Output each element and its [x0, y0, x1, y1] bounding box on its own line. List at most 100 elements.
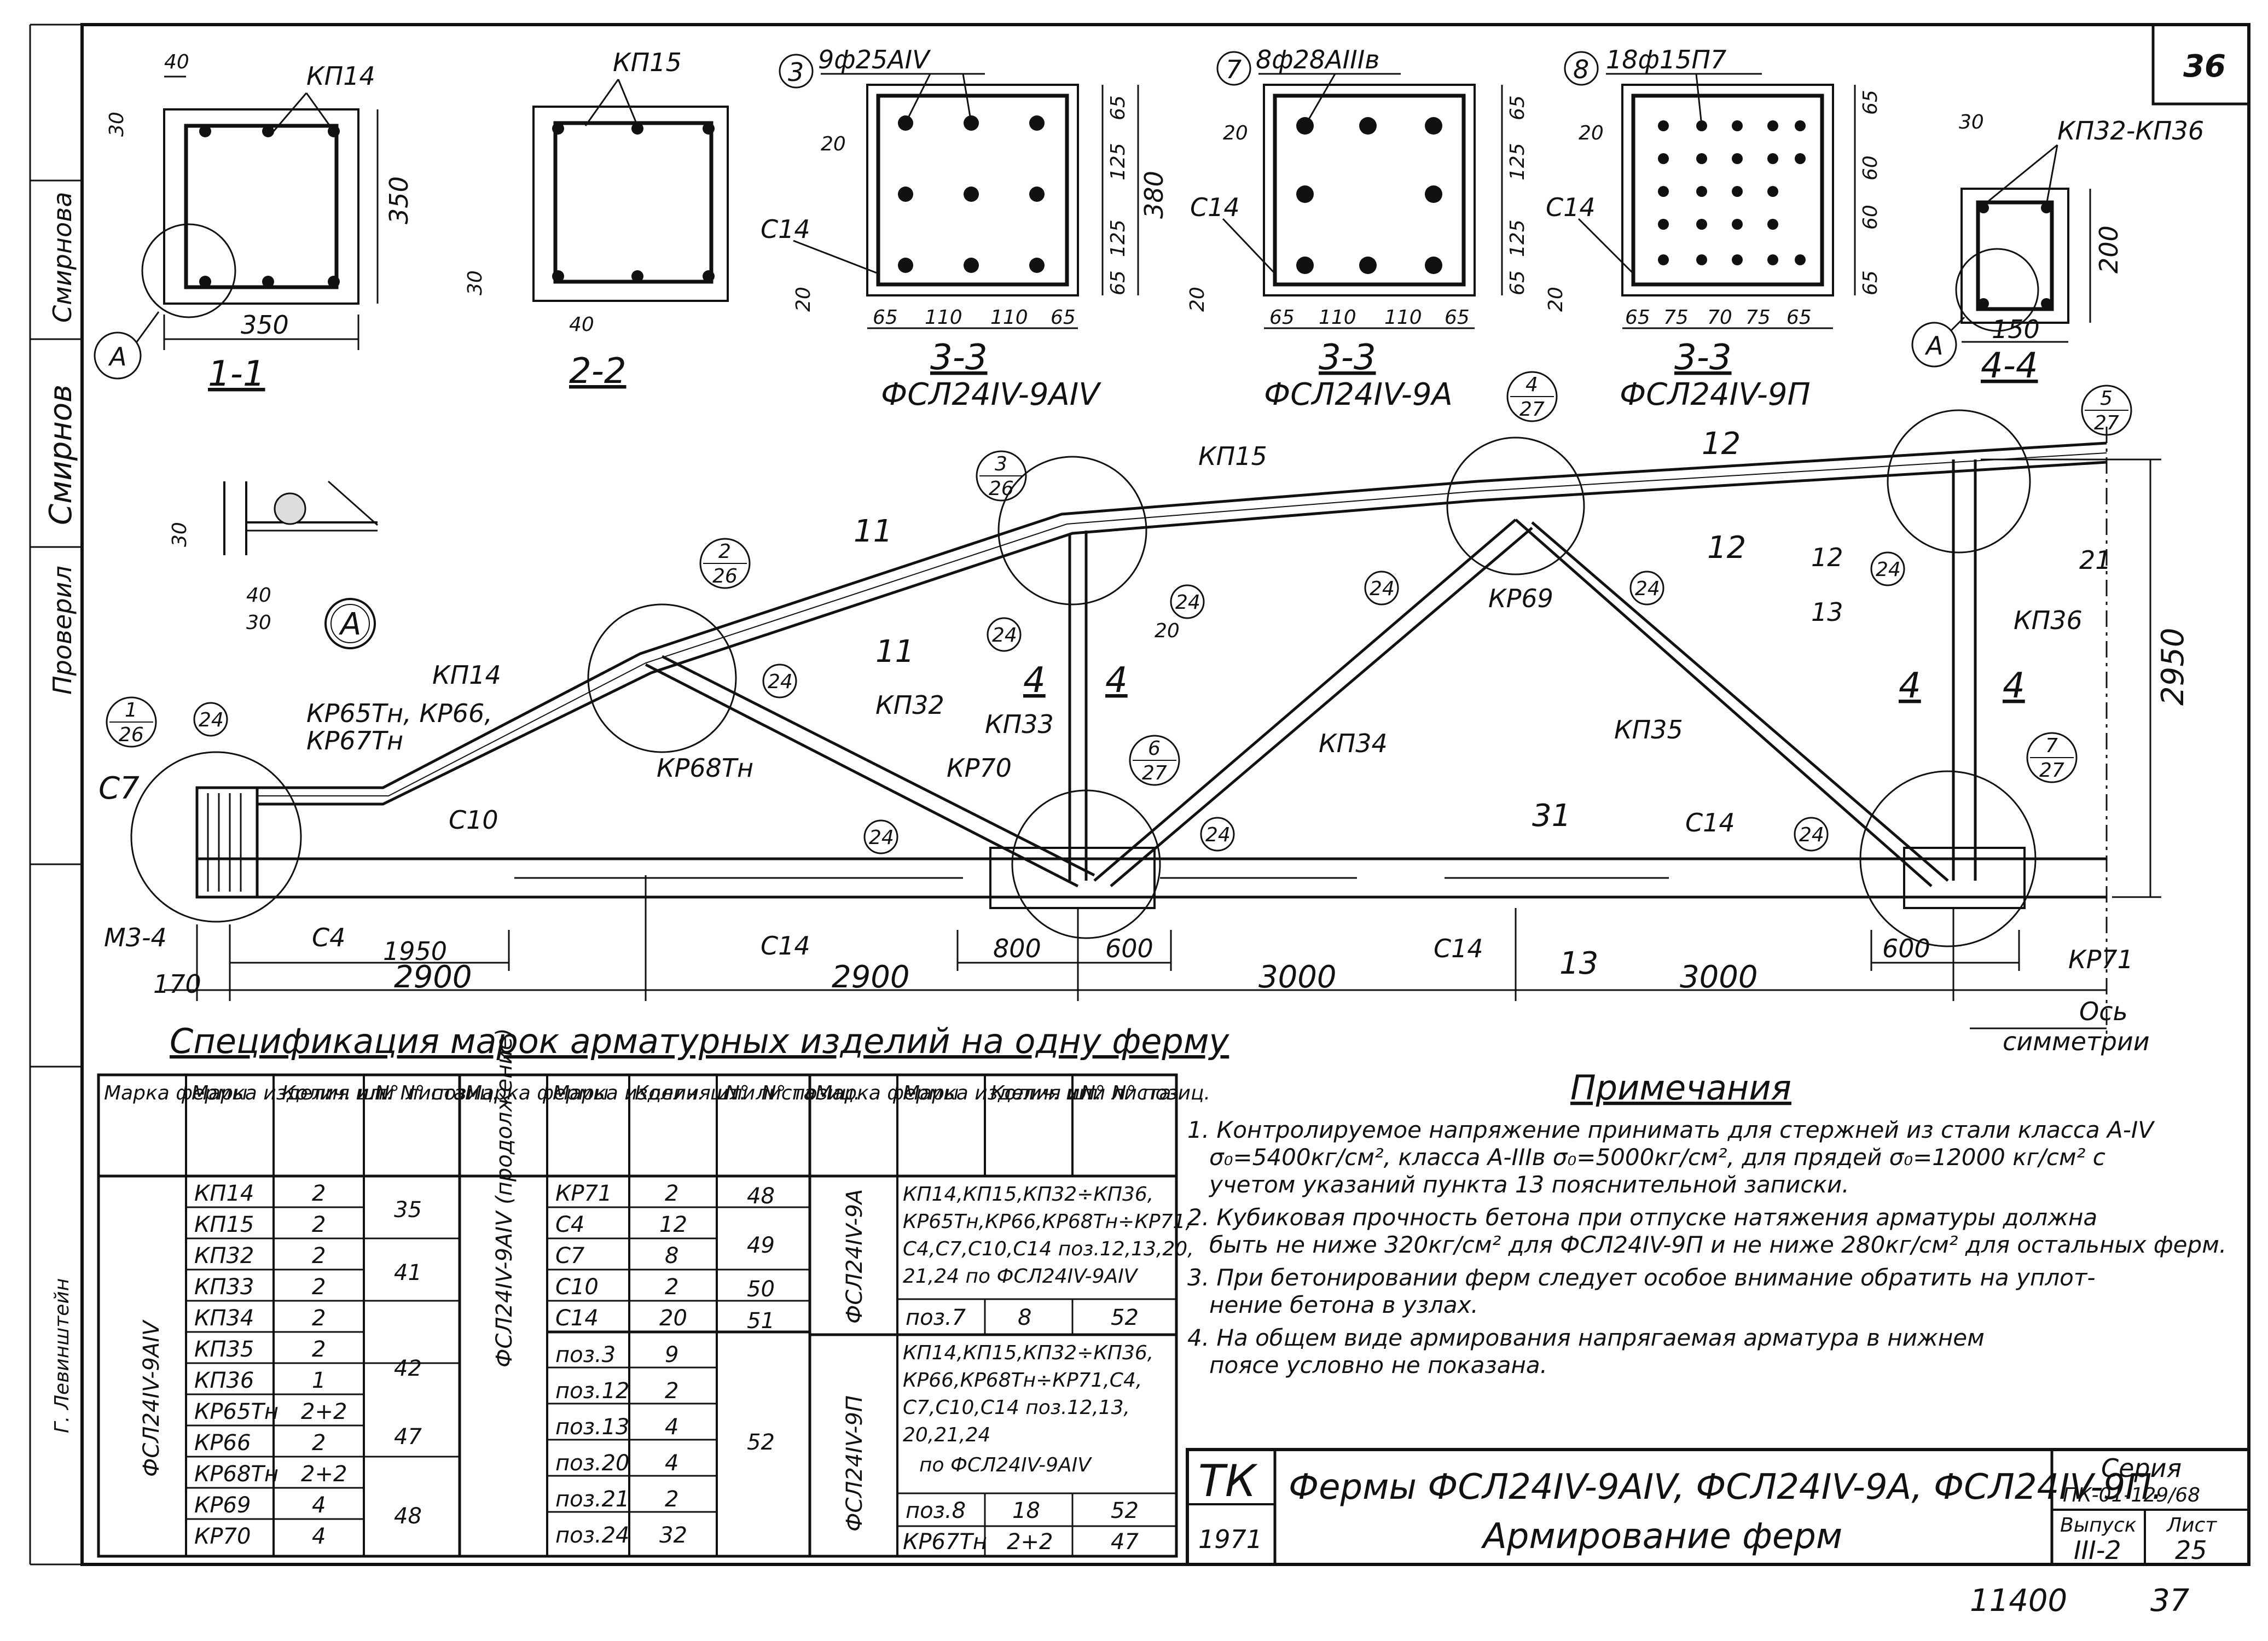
svg-text:КП15: КП15 [194, 1212, 254, 1237]
svg-text:9: 9 [665, 1342, 678, 1368]
svg-text:КП36: КП36 [2014, 606, 2083, 635]
side-check-label: Проверил [48, 566, 77, 695]
svg-text:8: 8 [1573, 55, 1589, 84]
svg-text:18: 18 [1012, 1498, 1040, 1523]
svg-text:3: 3 [995, 453, 1007, 475]
svg-text:1: 1 [125, 699, 137, 721]
sheet-number: 36 [2183, 49, 2226, 84]
svg-text:С10: С10 [449, 805, 498, 835]
spec-table [97, 1073, 1178, 1558]
svg-text:27: 27 [2094, 412, 2119, 434]
svg-text:поз.24: поз.24 [555, 1523, 630, 1548]
svg-text:9ф25АIV: 9ф25АIV [818, 45, 931, 74]
svg-text:N° листа: N° листа [1081, 1082, 1171, 1104]
pos-24-callouts: 24 24 24 24 24 24 24 24 24 24 [193, 551, 1905, 854]
section-2-2: КП15 40 30 2-2 [464, 48, 729, 392]
svg-text:КП15: КП15 [1198, 441, 1267, 471]
svg-text:52: 52 [747, 1430, 775, 1455]
svg-text:А: А [1924, 331, 1943, 360]
svg-text:Армирование ферм: Армирование ферм [1481, 1516, 1842, 1557]
svg-text:КР65Тн,КР66,КР68Тн÷КР71,: КР65Тн,КР66,КР68Тн÷КР71, [903, 1211, 1192, 1233]
svg-text:7: 7 [1226, 55, 1242, 84]
svg-text:30: 30 [464, 270, 486, 295]
section-4-4: А КП32-КП36 30 200 150 4-4 [1911, 111, 2204, 386]
title-block-text: ТК 1971 Фермы ФСЛ24IV-9АIV, ФСЛ24IV-9А, … [1198, 1453, 2217, 1565]
svg-text:ФСЛ24IV-9П: ФСЛ24IV-9П [1620, 377, 1811, 412]
svg-text:24: 24 [1370, 578, 1395, 600]
svg-text:40: 40 [246, 584, 271, 607]
svg-text:3. При бетонировании ферм след: 3. При бетонировании ферм следует особое… [1187, 1264, 2096, 1291]
svg-text:24: 24 [199, 709, 224, 731]
svg-text:КР68Тн: КР68Тн [657, 753, 753, 783]
svg-text:КР65Тн, КР66,: КР65Тн, КР66, [306, 699, 492, 728]
svg-text:20: 20 [1545, 287, 1567, 312]
svg-text:125: 125 [1506, 219, 1529, 257]
svg-text:КР67Тн: КР67Тн [306, 726, 403, 755]
svg-text:С14: С14 [555, 1306, 599, 1331]
svg-text:2: 2 [312, 1306, 326, 1331]
svg-text:КР71: КР71 [555, 1181, 612, 1206]
svg-text:20: 20 [821, 133, 846, 155]
svg-text:27: 27 [1142, 762, 1167, 784]
svg-text:КП15: КП15 [613, 48, 682, 77]
svg-text:8: 8 [665, 1243, 678, 1268]
svg-text:65: 65 [873, 306, 898, 329]
svg-text:25: 25 [2175, 1535, 2207, 1565]
svg-text:А: А [339, 607, 361, 642]
svg-text:48: 48 [747, 1184, 775, 1209]
svg-text:125: 125 [1107, 219, 1129, 257]
svg-text:Марка изделия или N° позиц.: Марка изделия или N° позиц. [192, 1082, 499, 1104]
svg-text:Выпуск: Выпуск [2060, 1514, 2137, 1537]
svg-text:41: 41 [394, 1260, 422, 1285]
svg-text:КР71: КР71 [2068, 945, 2133, 974]
svg-text:3000: 3000 [1258, 959, 1337, 995]
svg-text:47: 47 [394, 1424, 422, 1450]
side-signature: Смирнов [43, 385, 79, 525]
svg-text:КП32: КП32 [875, 690, 944, 720]
svg-text:2950: 2950 [2155, 627, 2191, 706]
svg-text:КП32: КП32 [194, 1243, 254, 1268]
svg-text:800: 800 [993, 934, 1041, 963]
svg-text:КП14: КП14 [306, 61, 375, 91]
svg-text:24: 24 [1205, 824, 1231, 846]
svg-text:2900: 2900 [394, 959, 472, 995]
svg-text:4: 4 [312, 1493, 326, 1518]
svg-text:Ось: Ось [2079, 997, 2128, 1026]
svg-text:12: 12 [1707, 530, 1746, 566]
svg-text:2+2: 2+2 [301, 1399, 347, 1424]
svg-text:65: 65 [1786, 306, 1812, 329]
svg-text:11: 11 [875, 634, 914, 670]
sheet-frame [80, 23, 2250, 1566]
svg-text:20: 20 [659, 1306, 687, 1331]
title-block [1186, 1448, 2250, 1566]
svg-text:КП32-КП36: КП32-КП36 [2057, 116, 2204, 146]
node-ref-callouts: 1 26 2 26 3 26 4 27 5 27 6 27 7 27 [106, 371, 2132, 786]
svg-text:20: 20 [1186, 287, 1209, 312]
svg-text:20,21,24: 20,21,24 [903, 1424, 990, 1446]
svg-text:24: 24 [1799, 824, 1824, 846]
svg-text:52: 52 [1111, 1305, 1139, 1330]
svg-text:2: 2 [312, 1275, 326, 1300]
svg-text:КП14,КП15,КП32÷КП36,: КП14,КП15,КП32÷КП36, [903, 1342, 1153, 1364]
svg-text:20: 20 [1223, 122, 1248, 144]
svg-text:30: 30 [246, 612, 271, 634]
svg-text:11: 11 [854, 514, 892, 549]
svg-text:110: 110 [1319, 306, 1356, 329]
svg-text:С7: С7 [555, 1243, 585, 1268]
svg-text:С7,С10,С14 поз.12,13,: С7,С10,С14 поз.12,13, [903, 1396, 1130, 1419]
svg-text:24: 24 [1876, 558, 1901, 581]
svg-text:КП14: КП14 [194, 1181, 254, 1206]
svg-text:110: 110 [990, 306, 1028, 329]
svg-text:1971: 1971 [1198, 1524, 1262, 1554]
svg-text:σ₀=5400кг/см², класса А-IIIв σ: σ₀=5400кг/см², класса А-IIIв σ₀=5000кг/с… [1209, 1144, 2105, 1171]
svg-text:4. На общем виде армирования н: 4. На общем виде армирования напрягаемая… [1187, 1324, 1985, 1351]
sheet-number-box [2151, 23, 2250, 106]
footer-right-number: 37 [2150, 1583, 2190, 1619]
section-1-1: А 350 350 40 30 КП14 1-1 [94, 51, 414, 394]
svg-text:2900: 2900 [832, 959, 910, 995]
svg-text:21,24 по ФСЛ24IV-9АIV: 21,24 по ФСЛ24IV-9АIV [903, 1265, 1139, 1288]
svg-text:быть не ниже 320кг/см² для ФСЛ: быть не ниже 320кг/см² для ФСЛ24IV-9П и … [1209, 1231, 2226, 1258]
svg-text:КП34: КП34 [1319, 729, 1388, 758]
svg-text:С7: С7 [98, 771, 140, 806]
